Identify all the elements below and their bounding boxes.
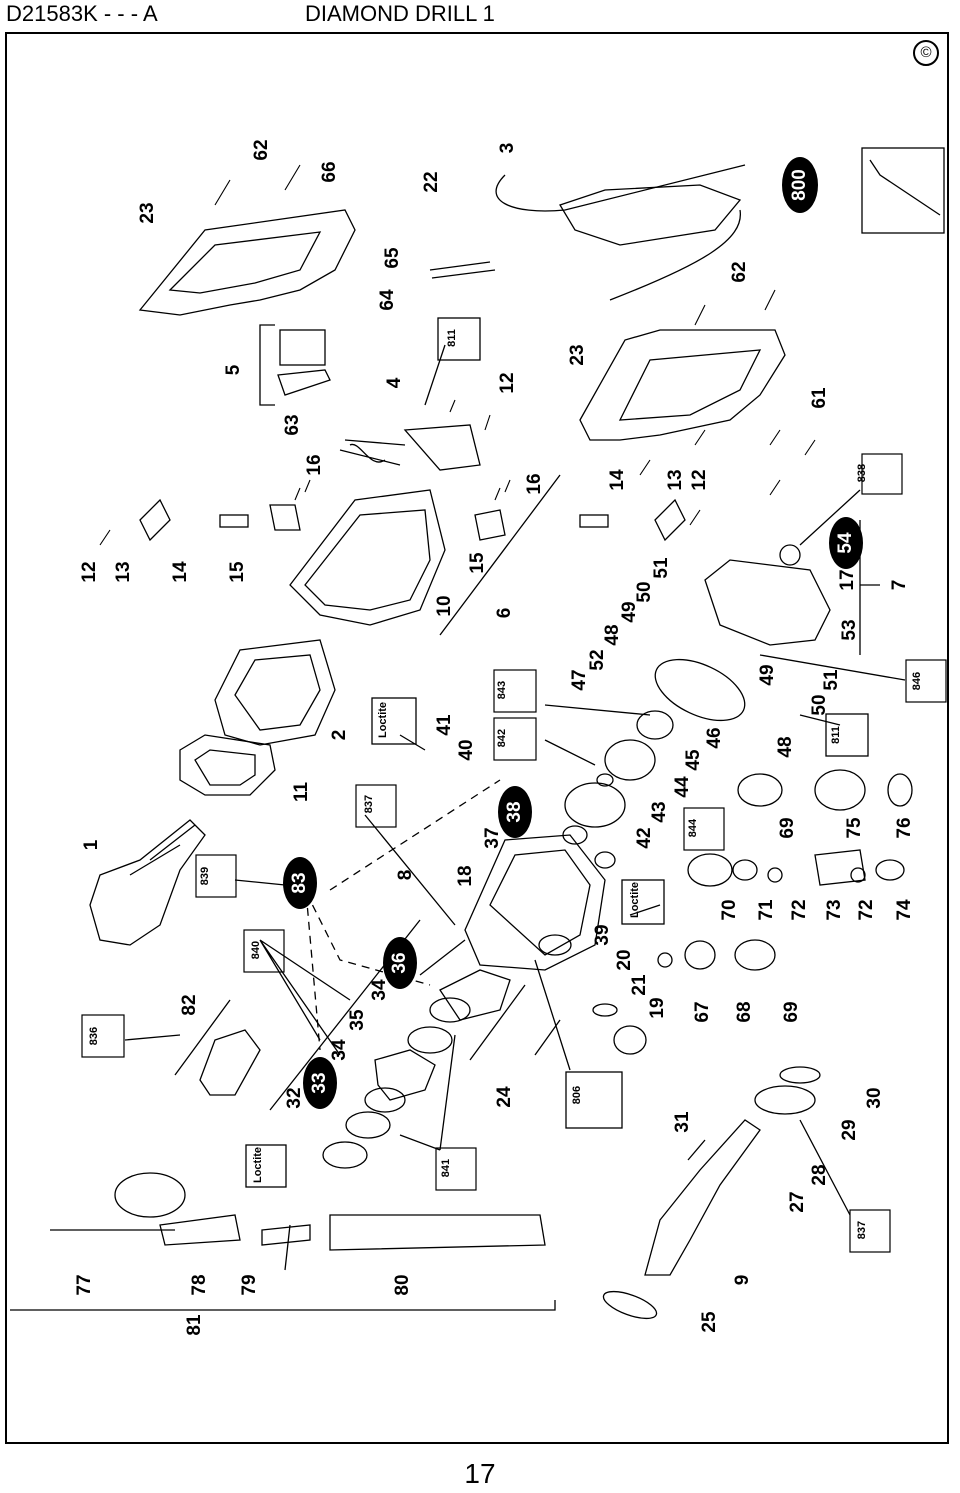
diagram-frame: © [5, 32, 949, 1444]
page-header: D21583K - - - A DIAMOND DRILL 1 [0, 0, 960, 30]
document-title: DIAMOND DRILL 1 [305, 1, 495, 26]
copyright-icon: © [913, 40, 939, 66]
model-number: D21583K - - - A [6, 1, 158, 26]
page-number: 17 [464, 1458, 496, 1489]
